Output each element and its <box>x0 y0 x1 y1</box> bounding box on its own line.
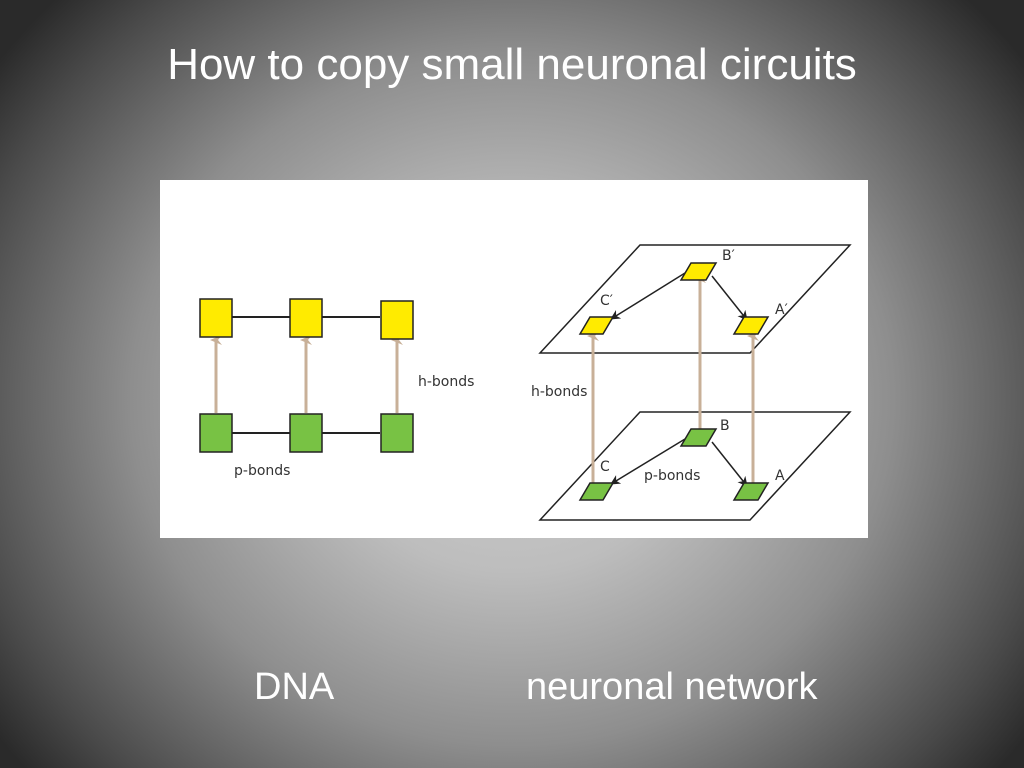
network-p-bonds-label: p-bonds <box>644 468 700 484</box>
top-plane <box>538 244 852 354</box>
label-a: A <box>775 468 785 484</box>
node-a <box>732 482 770 501</box>
top-bond-b-to-c <box>610 272 686 320</box>
label-c: C <box>600 459 610 475</box>
dna-p-bonds-label: p-bonds <box>234 463 290 479</box>
dna-top-node-1 <box>199 298 233 338</box>
dna-bottom-node-2 <box>289 413 323 453</box>
network-diagram: C′ B′ A′ C B A h-bonds p-bonds <box>531 244 852 521</box>
bottom-plane <box>538 411 852 521</box>
label-b: B <box>720 418 730 434</box>
bottom-bond-b-to-c <box>610 438 686 485</box>
caption-neuronal-network: neuronal network <box>526 666 818 708</box>
caption-dna: DNA <box>254 666 335 708</box>
node-b <box>679 428 718 447</box>
dna-top-node-2 <box>289 298 323 338</box>
dna-bottom-node-3 <box>380 413 414 453</box>
diagram-svg: h-bonds p-bonds <box>199 244 852 521</box>
top-bond-b-to-a <box>711 275 748 321</box>
label-b-prime: B′ <box>722 248 735 264</box>
diagram-panel: h-bonds p-bonds <box>160 180 868 538</box>
network-h-bonds-label: h-bonds <box>531 384 587 400</box>
slide-title: How to copy small neuronal circuits <box>167 40 857 89</box>
dna-bottom-node-1 <box>199 413 233 453</box>
dna-top-node-3 <box>380 300 414 340</box>
node-a-prime <box>732 316 770 335</box>
node-c-prime <box>578 316 615 335</box>
node-b-prime <box>679 262 718 281</box>
dna-diagram: h-bonds p-bonds <box>199 298 474 479</box>
label-c-prime: C′ <box>600 293 613 309</box>
bottom-bond-b-to-a <box>711 441 748 487</box>
dna-h-bonds-label: h-bonds <box>418 374 474 390</box>
node-c <box>578 482 615 501</box>
label-a-prime: A′ <box>775 302 788 318</box>
